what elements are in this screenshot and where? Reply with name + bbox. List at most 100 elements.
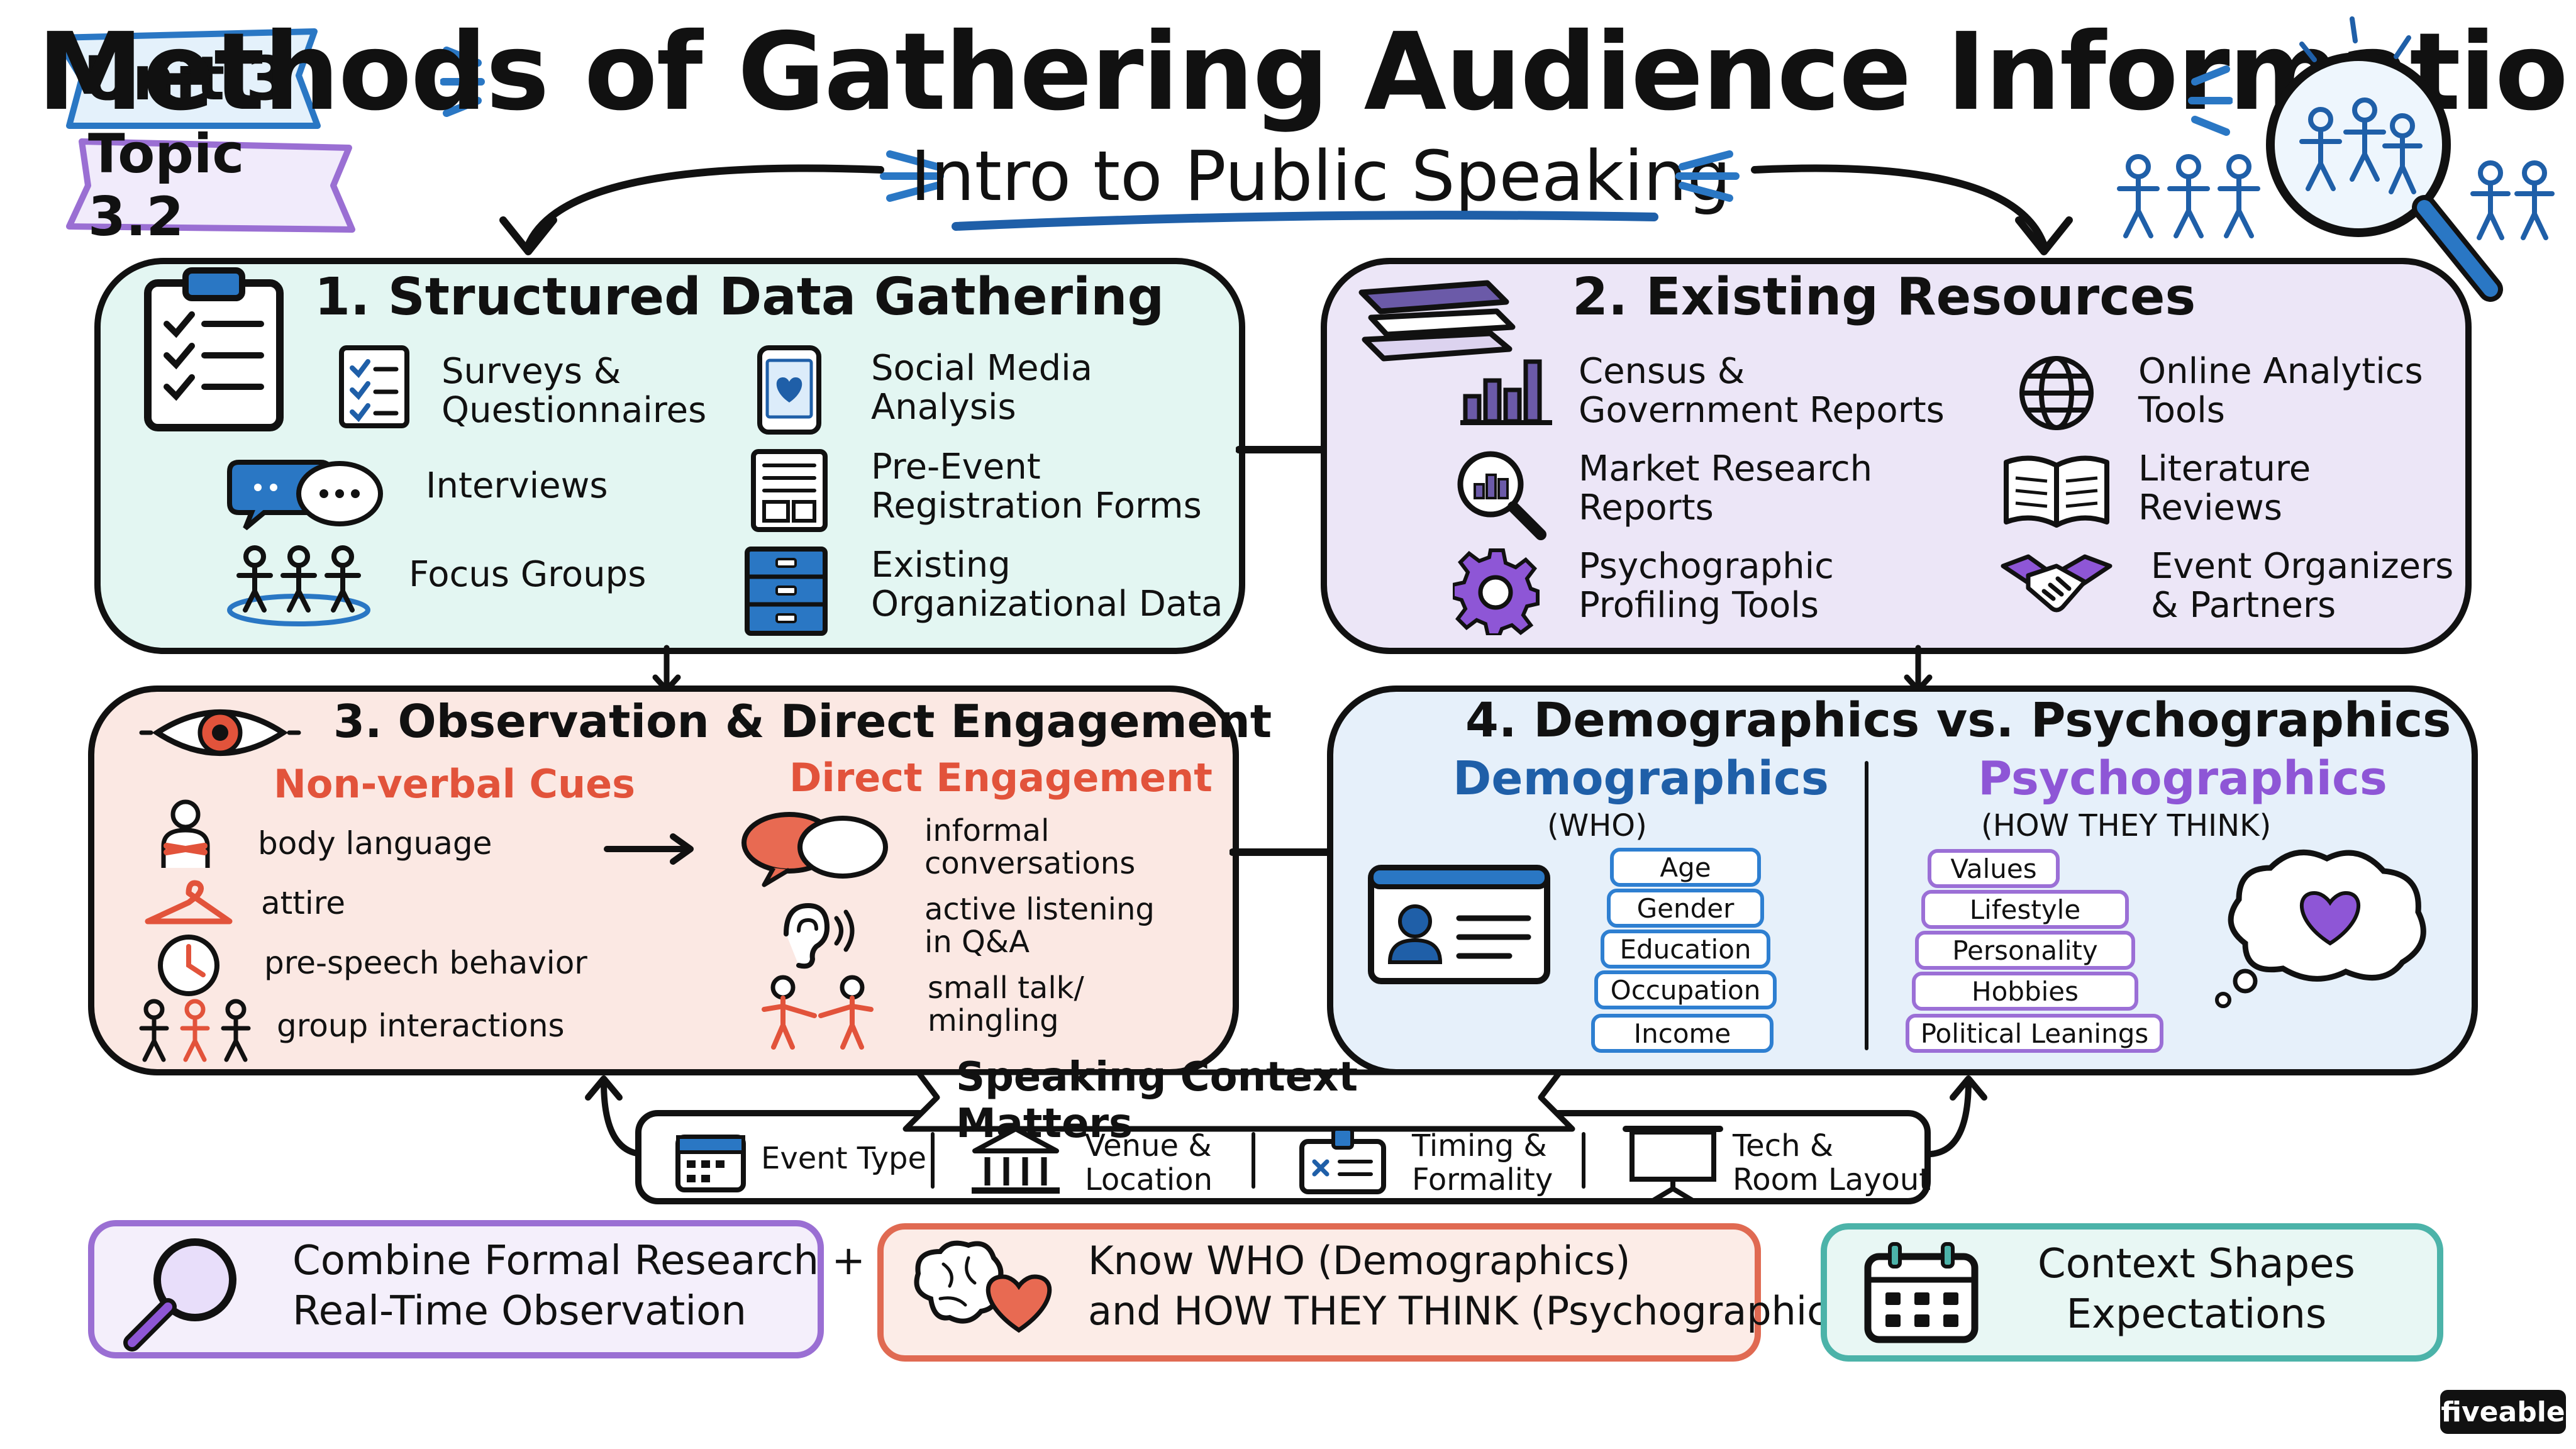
badge-ticket-icon	[1296, 1123, 1390, 1198]
nonverbal-heading: Non-verbal Cues	[274, 761, 636, 807]
psychographics-heading: Psychographics	[1978, 752, 2387, 806]
subtitle-dashes-left	[877, 142, 947, 211]
fiveable-logo: fiveable	[2440, 1390, 2566, 1434]
context-arrow-right	[1924, 1069, 1994, 1163]
psycho-hobbies: Hobbies	[1912, 972, 2138, 1011]
item-event-organizers: Event Organizers& Partners	[2151, 546, 2454, 626]
context-sep-2	[1252, 1132, 1255, 1189]
globe-icon	[2016, 352, 2097, 434]
takeaway-1-text: Combine Formal Research +Real-Time Obser…	[292, 1238, 865, 1335]
topic-banner	[63, 135, 358, 236]
projector-screen-icon	[1623, 1119, 1723, 1201]
item-census: Census &Government Reports	[1579, 351, 1945, 431]
cue-pre-speech: pre-speech behavior	[264, 945, 587, 981]
bar-chart-icon	[1459, 352, 1553, 428]
psycho-lifestyle: Lifestyle	[1921, 890, 2129, 929]
id-card-icon	[1365, 862, 1553, 987]
calendar-icon	[673, 1126, 748, 1195]
audience-magnifier-icon	[2113, 13, 2566, 314]
demographics-heading: Demographics	[1453, 752, 1829, 806]
hanger-icon	[142, 874, 236, 931]
demographics-sub: (WHO)	[1547, 808, 1647, 843]
book-stack-icon	[1352, 264, 1522, 371]
body-language-icon	[151, 799, 220, 874]
context-sep-3	[1582, 1132, 1585, 1189]
page-subtitle: Intro to Public Speaking	[910, 136, 1731, 216]
psycho-personality: Personality	[1915, 931, 2135, 970]
psychographics-sub: (HOW THEY THINK)	[1981, 808, 2272, 843]
item-interviews: Interviews	[426, 465, 608, 506]
conversation-bubbles-icon	[739, 808, 890, 890]
item-focus-groups: Focus Groups	[409, 554, 647, 595]
file-cabinet-icon	[742, 544, 830, 638]
cue-group-interactions: group interactions	[277, 1008, 565, 1044]
eye-icon	[138, 698, 302, 767]
context-banner-label: Speaking Context Matters	[956, 1054, 1358, 1147]
page-title: Methods of Gathering Audience Informatio…	[37, 10, 2576, 135]
survey-checklist-icon	[336, 343, 412, 431]
handshake-icon	[2000, 547, 2113, 623]
panel1-title: 1. Structured Data Gathering	[314, 267, 1165, 327]
subtitle-dashes-right	[1673, 142, 1742, 211]
brain-heart-icon	[906, 1236, 1063, 1343]
context-sep-1	[931, 1132, 935, 1189]
unit-label: Unit 3	[83, 43, 288, 114]
demo-age: Age	[1610, 848, 1761, 887]
panel-structured-data	[94, 258, 1245, 654]
unit-banner	[50, 25, 321, 132]
clock-icon	[154, 931, 223, 1000]
context-banner-shape	[893, 1060, 1585, 1141]
mingling-people-icon	[755, 972, 880, 1053]
open-book-icon	[2000, 450, 2113, 531]
connector-1-2	[1236, 440, 1330, 459]
arrow-to-panel1	[491, 151, 893, 264]
panel-observation	[88, 686, 1239, 1075]
title-dashes-left	[440, 38, 491, 126]
smartphone-heart-icon	[755, 343, 824, 437]
venue-building-icon	[969, 1123, 1063, 1198]
context-calendar-icon	[1862, 1239, 1981, 1346]
panel4-divider	[1865, 761, 1868, 1050]
demo-education: Education	[1601, 930, 1770, 969]
topic-label: Topic 3.2	[88, 123, 245, 248]
item-surveys: Surveys &Questionnaires	[441, 351, 707, 431]
panel4-title: 4. Demographics vs. Psychographics	[1465, 692, 2451, 748]
engagement-small-talk: small talk/mingling	[928, 970, 1084, 1038]
demo-occupation: Occupation	[1594, 970, 1777, 1009]
panel2-title: 2. Existing Resources	[1572, 267, 2196, 327]
cue-body-language: body language	[258, 825, 492, 862]
registration-form-icon	[748, 447, 830, 535]
market-research-magnifier-icon	[1453, 447, 1547, 541]
focus-group-icon	[223, 541, 374, 629]
takeaway-2-text: Know WHO (Demographics)and HOW THEY THIN…	[1088, 1238, 1864, 1334]
context-venue: Venue &Location	[1085, 1128, 1213, 1197]
context-tech: Tech &Room Layout	[1733, 1128, 1931, 1197]
arrow-right-icon	[604, 830, 698, 868]
panel3-title: 3. Observation & Direct Engagement	[333, 695, 1272, 748]
context-timing: Timing &Formality	[1412, 1128, 1553, 1197]
cue-attire: attire	[261, 885, 345, 921]
demo-income: Income	[1591, 1014, 1774, 1053]
context-event-type: Event Type	[761, 1141, 927, 1176]
ear-icon	[767, 896, 862, 972]
thought-heart-icon	[2201, 843, 2440, 1013]
demo-gender: Gender	[1607, 889, 1764, 928]
research-magnifier-icon	[116, 1233, 255, 1352]
clipboard-icon	[142, 264, 286, 434]
psycho-values: Values	[1928, 849, 2060, 888]
direct-engagement-heading: Direct Engagement	[789, 755, 1213, 801]
group-people-icon	[132, 997, 258, 1066]
subtitle-underline	[950, 208, 1660, 233]
psycho-political: Political Leanings	[1906, 1014, 2163, 1053]
context-arrow-left	[579, 1069, 648, 1163]
arrow-to-panel2	[1748, 151, 2075, 264]
title-dashes-right	[2182, 57, 2233, 145]
